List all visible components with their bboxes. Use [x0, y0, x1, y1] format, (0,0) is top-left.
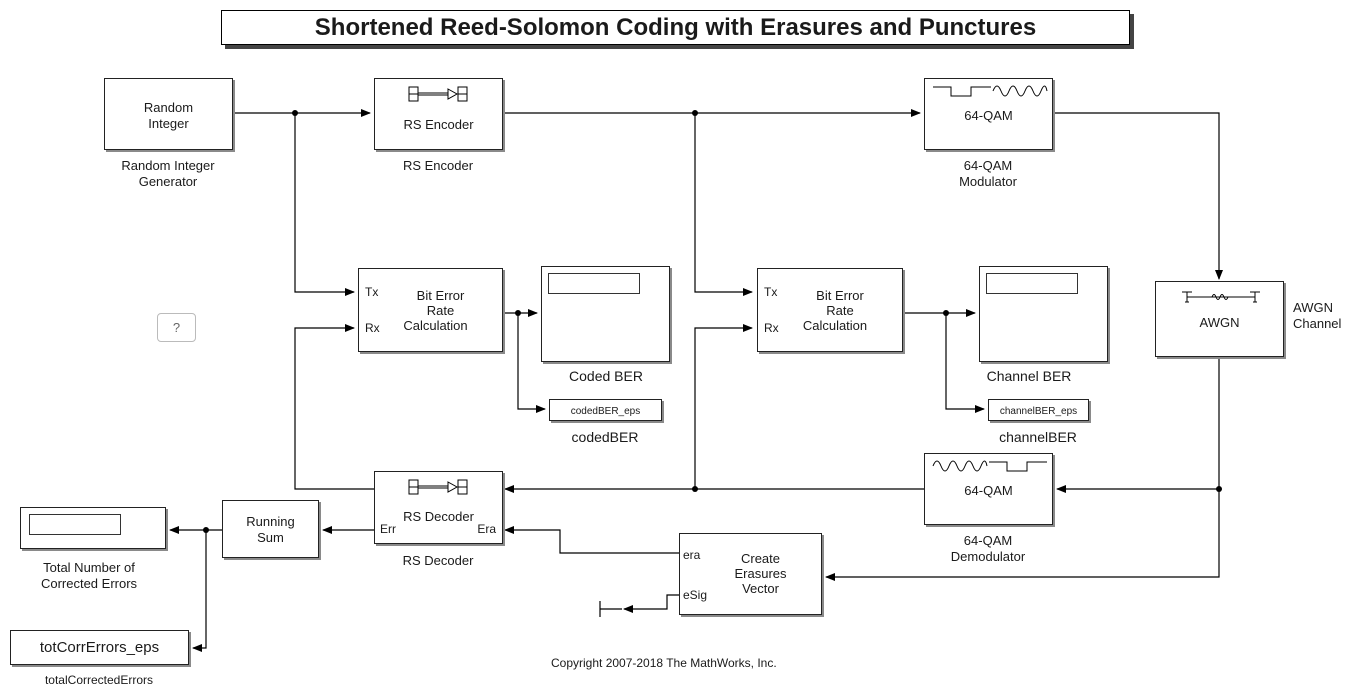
create-erasures-block[interactable]: era eSig Create Erasures Vector: [679, 533, 822, 615]
channel-ber-display[interactable]: [979, 266, 1108, 362]
line-ber-to-ws: [517, 313, 546, 413]
ber-channel-text-3: Calculation: [802, 318, 868, 333]
coded-ber-caption: Coded BER: [569, 368, 643, 384]
line-encoder-to-ber2-tx: [694, 113, 753, 296]
tot-corr-ws-text: totCorrErrors_eps: [39, 639, 160, 656]
rs-decoder-text: RS Decoder: [403, 509, 474, 524]
diagram-title: Shortened Reed-Solomon Coding with Erasu…: [221, 10, 1130, 45]
awgn-channel-block[interactable]: AWGN: [1155, 281, 1284, 357]
qam-demodulator-caption-2: Demodulator: [950, 549, 1026, 564]
coded-ber-display[interactable]: [541, 266, 670, 362]
awgn-text: AWGN: [1199, 315, 1240, 330]
create-erasures-text-1: Create: [740, 551, 781, 566]
random-integer-caption-1: Random Integer: [121, 158, 215, 173]
ber-channel-text-1: Bit Error: [816, 288, 864, 303]
qam-modulator-caption-2: Modulator: [959, 174, 1017, 189]
terminator-icon: [599, 601, 622, 617]
copyright-text: Copyright 2007-2018 The MathWorks, Inc.: [551, 656, 777, 670]
coded-ber-ws-caption: codedBER: [571, 429, 639, 445]
tot-corr-workspace-block[interactable]: totCorrErrors_eps: [10, 630, 189, 665]
qam-modulator-text: 64-QAM: [964, 108, 1013, 123]
random-integer-text-1: Random: [143, 100, 194, 115]
rs-encoder-text: RS Encoder: [403, 117, 474, 132]
channel-ber-workspace-block[interactable]: channelBER_eps: [988, 399, 1089, 421]
help-button[interactable]: ?: [157, 313, 196, 342]
channel-ber-caption: Channel BER: [986, 368, 1072, 384]
qam-demodulator-block[interactable]: 64-QAM: [924, 453, 1053, 525]
rs-decoder-port-err: Err: [380, 522, 396, 536]
running-sum-block[interactable]: Running Sum: [222, 500, 319, 558]
modulator-wave-icon: [933, 85, 1048, 97]
running-sum-text-1: Running: [246, 514, 295, 529]
rs-encoder-caption: RS Encoder: [402, 158, 474, 173]
qam-demodulator-text: 64-QAM: [964, 483, 1013, 498]
random-integer-caption-2: Generator: [138, 174, 198, 189]
ber-coded-text-2: Rate: [426, 303, 455, 318]
ber-channel-port-tx: Tx: [764, 285, 778, 299]
create-erasures-port-era: era: [683, 548, 701, 562]
ber-coded-port-rx: Rx: [365, 321, 380, 335]
line-esig-to-terminator: [623, 594, 679, 613]
rs-encoder-block[interactable]: RS Encoder: [374, 78, 503, 150]
channel-ber-ws-caption: channelBER: [999, 429, 1077, 445]
qam-modulator-caption-1: 64-QAM: [963, 158, 1013, 173]
ber-coded-port-tx: Tx: [365, 285, 379, 299]
line-rand-to-ber-tx: [294, 113, 355, 296]
ber-coded-block[interactable]: Tx Rx Bit Error Rate Calculation: [358, 268, 503, 352]
random-integer-block[interactable]: Random Integer: [104, 78, 233, 150]
encoder-icon: [408, 86, 468, 102]
decoder-icon: [408, 479, 468, 495]
ber-channel-port-rx: Rx: [764, 321, 779, 335]
create-erasures-port-esig: eSig: [683, 588, 708, 602]
create-erasures-text-2: Erasures: [734, 566, 787, 581]
line-runsum-to-ws: [192, 530, 207, 652]
ber-coded-text-3: Calculation: [403, 318, 468, 333]
line-ber2-to-ws: [945, 313, 985, 413]
qam-modulator-block[interactable]: 64-QAM: [924, 78, 1053, 150]
rs-decoder-caption: RS Decoder: [402, 553, 474, 568]
ber-channel-text-2: Rate: [826, 303, 854, 318]
rs-decoder-block[interactable]: RS Decoder Err Era: [374, 471, 503, 544]
rs-decoder-port-era: Era: [477, 522, 496, 536]
line-demod-to-ber2-rx: [694, 324, 753, 489]
awgn-caption-2: Channel: [1293, 316, 1342, 331]
line-awgn-to-erasures: [825, 489, 1220, 581]
total-corrected-caption-1: Total Number of: [43, 560, 135, 575]
coded-ber-workspace-block[interactable]: codedBER_eps: [549, 399, 662, 421]
total-corrected-display[interactable]: [20, 507, 166, 549]
channel-icon: [1182, 291, 1260, 303]
total-corrected-readout: [29, 514, 121, 535]
create-erasures-text-3: Vector: [742, 581, 779, 596]
coded-ber-readout: [548, 273, 640, 294]
line-decoder-to-ber-rx: [294, 324, 374, 490]
coded-ber-ws-text: codedBER_eps: [570, 406, 641, 417]
running-sum-text-2: Sum: [257, 530, 284, 545]
awgn-caption-1: AWGN: [1293, 300, 1333, 315]
demodulator-wave-icon: [932, 460, 1047, 472]
line-erasures-to-decoder: [504, 526, 679, 554]
channel-ber-readout: [986, 273, 1078, 294]
channel-ber-ws-text: channelBER_eps: [999, 406, 1078, 417]
total-corrected-caption-2: Corrected Errors: [40, 576, 138, 591]
ber-channel-block[interactable]: Tx Rx Bit Error Rate Calculation: [757, 268, 903, 352]
ber-coded-text-1: Bit Error: [416, 288, 465, 303]
qam-demodulator-caption-1: 64-QAM: [963, 533, 1013, 548]
random-integer-text-2: Integer: [148, 116, 189, 131]
line-mod-to-awgn: [1053, 112, 1223, 280]
tot-corr-ws-caption: totalCorrectedErrors: [44, 673, 154, 687]
